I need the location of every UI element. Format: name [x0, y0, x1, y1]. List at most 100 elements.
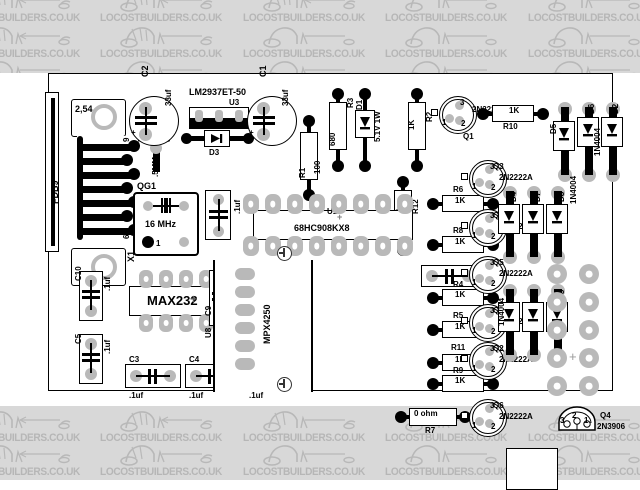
diode-d7-ref: D7 — [533, 191, 542, 202]
res-r3-ref: R3 — [346, 97, 355, 108]
watermark-unit: LOCOSTBUILDERS.CO.UK — [100, 442, 238, 478]
db9-trace-spine — [77, 136, 83, 240]
sensor-u8-pad — [235, 304, 255, 316]
diode-d3-ref: D3 — [209, 148, 220, 157]
cap-c2-lead — [145, 107, 147, 135]
diode-low-symbol — [504, 309, 514, 322]
transistor-q3-pad — [475, 178, 484, 187]
watermark-row: LOCOSTBUILDERS.CO.UK LOCOSTBUILDERS.CO.U… — [0, 442, 640, 478]
cap-c2-plate — [135, 116, 157, 119]
db9-trace — [77, 200, 139, 207]
cap-c3-plate — [154, 369, 157, 384]
watermark-text: LOCOSTBUILDERS.CO.UK — [242, 48, 365, 60]
locost-car-logo-icon — [263, 445, 355, 466]
res-r9-ref: R9 — [453, 366, 464, 375]
transistor-q4-body — [558, 406, 596, 431]
crystal-qg1-plate — [161, 198, 163, 213]
cap-c7-pad — [213, 226, 224, 237]
transistor-q4-pin1: 1 — [584, 416, 589, 425]
mcu-u1-part: 68HC908KX8 — [294, 223, 350, 233]
transistor-q6-pad — [485, 404, 494, 413]
matrix-polarity-plus: + — [569, 349, 577, 364]
watermark-text: LOCOSTBUILDERS.CO.UK — [527, 432, 640, 444]
cap-c5-ref: C5 — [74, 333, 83, 344]
cap-c7-plate — [209, 216, 228, 219]
mcu-u1-pad — [353, 194, 369, 214]
crystal-qg1-plate — [164, 198, 168, 213]
transistor-q1-marker — [431, 109, 438, 116]
transistor-q8-pad — [485, 229, 494, 238]
transistor-q3-pad — [485, 180, 494, 189]
cap-c6-value: .1uf — [249, 391, 264, 400]
mcu-u1-pad — [287, 194, 303, 214]
transistor-q8-pin3: 3 — [490, 211, 495, 220]
res-r3-pad — [332, 160, 344, 172]
mount-spacing-label: 2,54 — [75, 104, 93, 114]
cap-c10-lead — [90, 280, 92, 310]
cap-c5-plate — [82, 353, 100, 356]
cap-c2-value: 33uf — [164, 89, 173, 106]
locost-car-logo-icon — [0, 0, 71, 10]
res-r4-ref: R4 — [453, 280, 464, 289]
db9-pad — [121, 210, 133, 222]
cap-c8-lead — [432, 275, 468, 277]
matrix-pad — [579, 348, 599, 368]
diode-d3-pad — [181, 133, 192, 144]
watermark-text: LOCOSTBUILDERS.CO.UK — [527, 48, 640, 60]
cap-c1-plate — [253, 116, 275, 119]
sensor-u8-edge — [213, 260, 215, 392]
crystal-qg1-pad — [179, 237, 189, 247]
db9-trace — [77, 186, 132, 193]
crystal-qg1-plate — [169, 198, 171, 213]
cap-c5-value: .1uf — [103, 339, 112, 354]
reg-u3-part: LM2937ET-50 — [189, 87, 247, 97]
watermark-text: LOCOSTBUILDERS.CO.UK — [242, 432, 365, 444]
cap-c4-plate — [208, 369, 211, 384]
crystal-qg1-pad — [179, 201, 189, 211]
rs232-u2-pad — [159, 270, 173, 288]
matrix-pad — [547, 292, 567, 312]
locost-car-logo-icon — [548, 0, 640, 12]
diode-d3-pad — [243, 133, 254, 144]
cap-c2-ref: C2 — [140, 65, 150, 77]
diode-d2-ref: D2 — [611, 103, 620, 114]
transistor-q6-pad — [475, 417, 484, 426]
transistor-q1-pin1: 1 — [442, 118, 447, 127]
locost-car-logo-icon — [120, 0, 213, 12]
mcu-u1-pad — [265, 194, 281, 214]
cap-c10-ref: C10 — [74, 266, 83, 281]
watermark-unit: LOCOSTBUILDERS.CO.UK — [528, 408, 640, 444]
watermark-row: LOCOSTBUILDERS.CO.UK LOCOSTBUILDERS.CO.U… — [0, 24, 640, 60]
transistor-q2-pad — [475, 360, 484, 369]
transistor-q8-pad — [475, 227, 484, 236]
transistor-q1-ref: Q1 — [463, 132, 474, 141]
mount-hole-top — [91, 104, 117, 130]
cap-c3-ref: C3 — [129, 355, 140, 364]
sensor-u8-area — [213, 260, 313, 392]
transistor-q5-pin1: 1 — [472, 278, 477, 287]
locost-car-logo-icon — [405, 27, 498, 48]
watermark-unit: LOCOSTBUILDERS.CO.UK — [243, 442, 381, 478]
res-r3-value: 680 — [328, 132, 337, 146]
transistor-q4-pin2: 2 — [572, 411, 577, 420]
matrix-pad — [547, 376, 567, 396]
transistor-q3-pin2: 2 — [491, 183, 496, 192]
res-r11-ref: R11 — [451, 343, 466, 352]
diode-d8-symbol — [552, 211, 562, 224]
watermark-text: LOCOSTBUILDERS.CO.UK — [100, 48, 223, 60]
cap-c10-value: .1uf — [103, 276, 112, 291]
reg-u3-tab — [189, 118, 249, 129]
locost-car-logo-icon — [405, 0, 498, 12]
mcu-u1-pad — [331, 194, 347, 214]
pcb-board[interactable]: FDB9 2,54 X1 9 5 6 1 J1 .5MM — [45, 65, 625, 490]
transistor-q1-pad — [455, 101, 464, 110]
sensor-u8-part: MPX4250 — [262, 304, 272, 344]
diode-low-symbol — [528, 309, 538, 322]
cap-c7-plate — [209, 210, 228, 213]
db9-pin-6: 6 — [122, 234, 131, 239]
db9-pad — [128, 168, 140, 180]
transistor-q8-pin2: 2 — [491, 232, 496, 241]
transistor-q5-pad — [475, 274, 484, 283]
db9-pad — [121, 154, 133, 166]
watermark-unit — [385, 58, 523, 73]
